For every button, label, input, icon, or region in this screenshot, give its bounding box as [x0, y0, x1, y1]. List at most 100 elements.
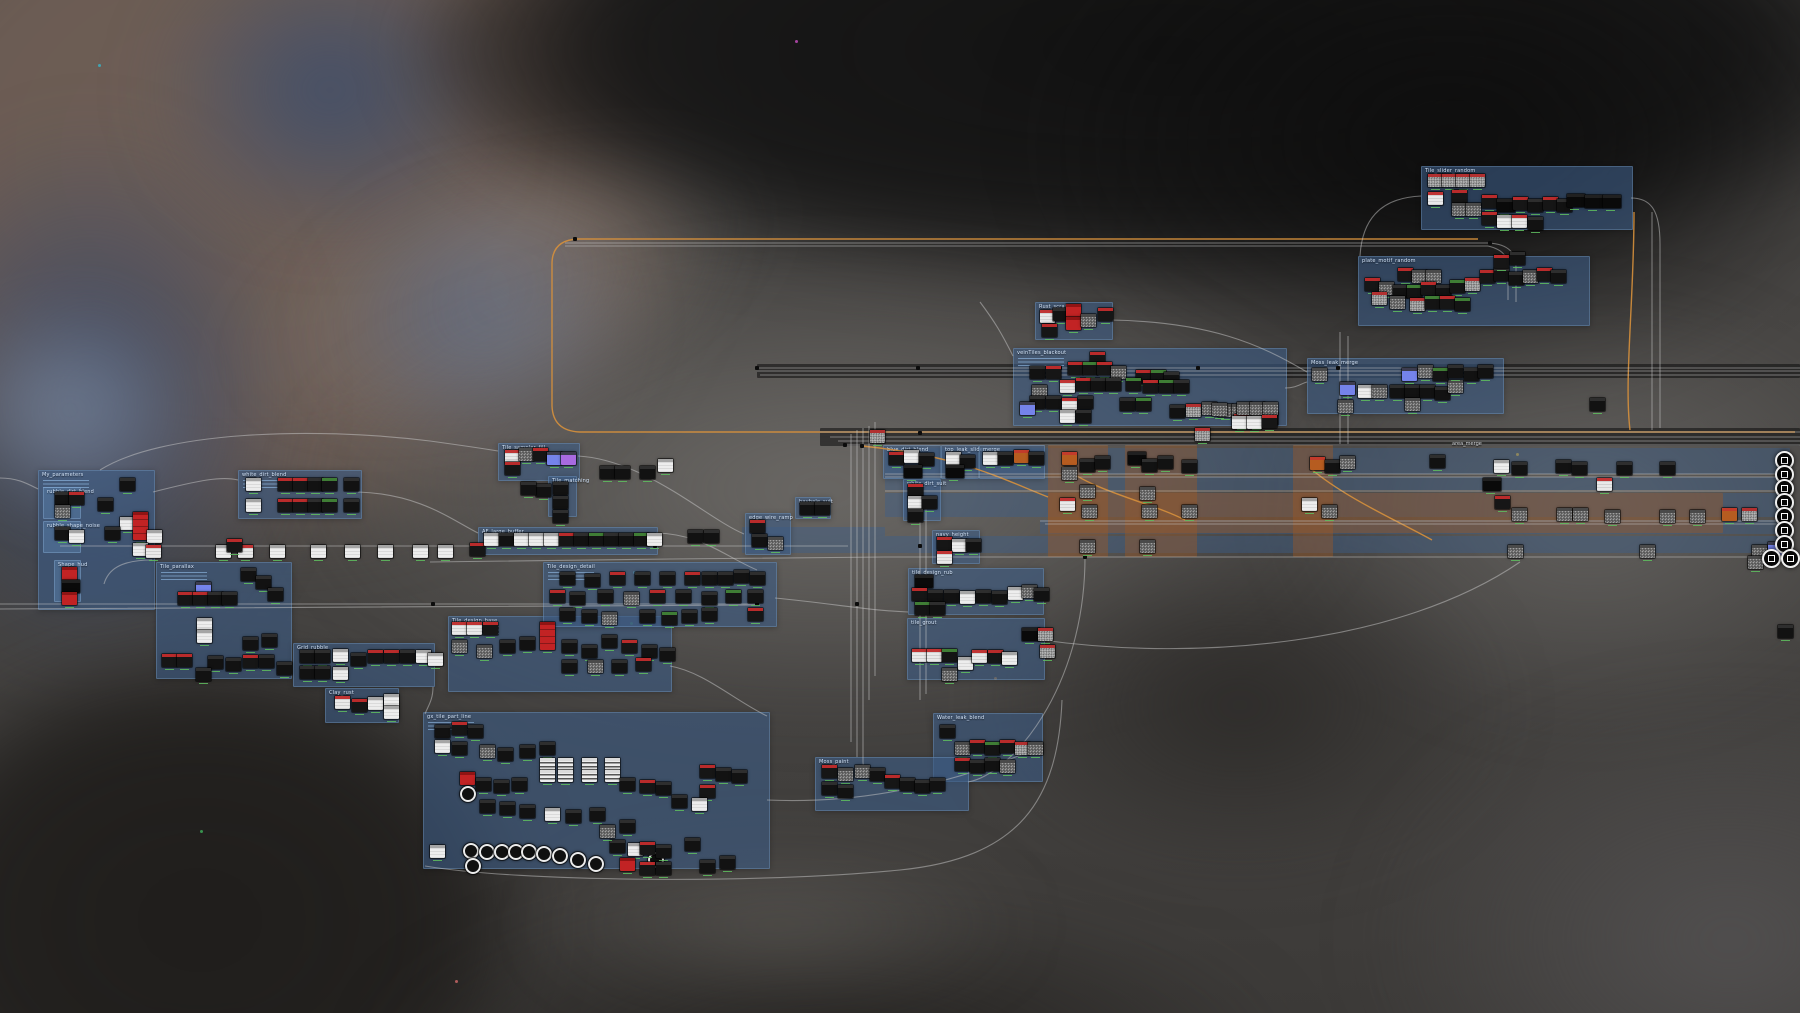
graph-node[interactable] — [903, 464, 923, 481]
graph-node[interactable] — [343, 477, 360, 494]
graph-node[interactable] — [1419, 384, 1436, 401]
graph-node[interactable] — [535, 845, 553, 863]
graph-node[interactable] — [307, 477, 324, 494]
graph-node[interactable] — [1602, 194, 1622, 211]
graph-node[interactable] — [661, 611, 678, 628]
graph-node[interactable] — [1389, 295, 1406, 312]
graph-node[interactable] — [1135, 397, 1152, 414]
graph-node[interactable] — [451, 639, 468, 656]
graph-node[interactable] — [1169, 404, 1186, 421]
graph-node[interactable] — [982, 451, 999, 468]
graph-node[interactable] — [415, 649, 432, 666]
graph-node[interactable] — [459, 771, 476, 788]
graph-node[interactable] — [618, 532, 635, 549]
graph-node[interactable] — [321, 498, 338, 515]
graph-node[interactable] — [1507, 544, 1524, 561]
graph-node[interactable] — [1409, 297, 1426, 314]
graph-node[interactable] — [1339, 381, 1356, 398]
graph-node[interactable] — [747, 589, 764, 606]
graph-node[interactable] — [584, 573, 601, 590]
graph-node[interactable] — [941, 648, 958, 665]
graph-node[interactable] — [1311, 367, 1328, 384]
graph-node[interactable] — [1469, 173, 1486, 190]
graph-node[interactable] — [539, 769, 556, 785]
graph-node[interactable] — [1493, 254, 1510, 271]
graph-node[interactable] — [1747, 555, 1764, 572]
graph-node[interactable] — [1371, 384, 1388, 401]
graph-node[interactable] — [1150, 369, 1167, 386]
graph-node[interactable] — [245, 498, 262, 515]
graph-node[interactable] — [161, 653, 178, 670]
graph-node[interactable] — [451, 741, 468, 758]
graph-node[interactable] — [914, 574, 934, 591]
graph-node[interactable] — [1097, 307, 1114, 324]
graph-node[interactable] — [1045, 365, 1062, 382]
graph-node[interactable] — [267, 587, 284, 604]
graph-node[interactable] — [383, 705, 400, 722]
graph-node[interactable] — [1449, 279, 1466, 296]
graph-node[interactable] — [1434, 386, 1451, 403]
graph-node[interactable] — [1141, 504, 1158, 521]
graph-node[interactable] — [581, 644, 598, 661]
graph-node[interactable] — [1455, 173, 1472, 190]
graph-node[interactable] — [520, 481, 537, 498]
graph-node[interactable] — [623, 591, 640, 608]
graph-node[interactable] — [655, 844, 672, 861]
graph-node[interactable] — [1777, 624, 1794, 641]
graph-node[interactable] — [145, 544, 162, 561]
graph-node[interactable] — [207, 655, 224, 672]
graph-node[interactable] — [1482, 477, 1502, 494]
graph-node[interactable] — [1447, 364, 1464, 381]
graph-node[interactable] — [599, 824, 616, 841]
band-frame[interactable] — [885, 493, 1790, 517]
graph-node[interactable] — [1481, 194, 1498, 211]
graph-node[interactable] — [854, 764, 871, 781]
graph-node[interactable] — [1659, 461, 1676, 478]
graph-node[interactable] — [226, 538, 243, 555]
graph-node[interactable] — [1075, 377, 1092, 394]
graph-node[interactable] — [377, 544, 394, 561]
graph-node[interactable] — [1447, 379, 1464, 396]
graph-node[interactable] — [639, 841, 656, 858]
graph-node[interactable] — [1404, 397, 1421, 414]
graph-node[interactable] — [344, 544, 361, 561]
graph-node[interactable] — [588, 532, 605, 549]
graph-node[interactable] — [451, 721, 468, 738]
graph-node[interactable] — [195, 667, 212, 684]
graph-node[interactable] — [528, 532, 545, 549]
graph-node[interactable] — [1079, 539, 1096, 556]
graph-node[interactable] — [258, 654, 275, 671]
graph-node[interactable] — [1596, 477, 1613, 494]
graph-node[interactable] — [459, 785, 477, 803]
graph-node[interactable] — [969, 759, 986, 776]
graph-node[interactable] — [1079, 484, 1096, 501]
band-frame[interactable] — [885, 536, 1790, 553]
graph-node[interactable] — [936, 536, 953, 553]
graph-node[interactable] — [54, 504, 71, 521]
graph-node[interactable] — [821, 781, 838, 798]
graph-node[interactable] — [543, 532, 560, 549]
graph-node[interactable] — [971, 649, 988, 666]
graph-node[interactable] — [945, 464, 965, 481]
graph-node[interactable] — [1494, 495, 1511, 512]
graph-node[interactable] — [1014, 741, 1031, 758]
output-node[interactable] — [1762, 549, 1781, 568]
graph-node[interactable] — [68, 491, 85, 508]
graph-node[interactable] — [519, 636, 536, 653]
graph-node[interactable] — [573, 532, 590, 549]
graph-node[interactable] — [292, 498, 309, 515]
graph-node[interactable] — [483, 532, 500, 549]
graph-node[interactable] — [914, 601, 931, 618]
graph-node[interactable] — [518, 447, 535, 464]
graph-node[interactable] — [604, 769, 621, 785]
graph-node[interactable] — [991, 590, 1008, 607]
graph-node[interactable] — [565, 809, 582, 826]
graph-node[interactable] — [587, 855, 605, 873]
graph-node[interactable] — [888, 451, 905, 468]
graph-node[interactable] — [1639, 544, 1656, 561]
graph-node[interactable] — [599, 465, 616, 482]
graph-node[interactable] — [1364, 277, 1381, 294]
graph-node[interactable] — [929, 601, 946, 618]
graph-node[interactable] — [1081, 504, 1098, 521]
graph-node[interactable] — [614, 465, 631, 482]
